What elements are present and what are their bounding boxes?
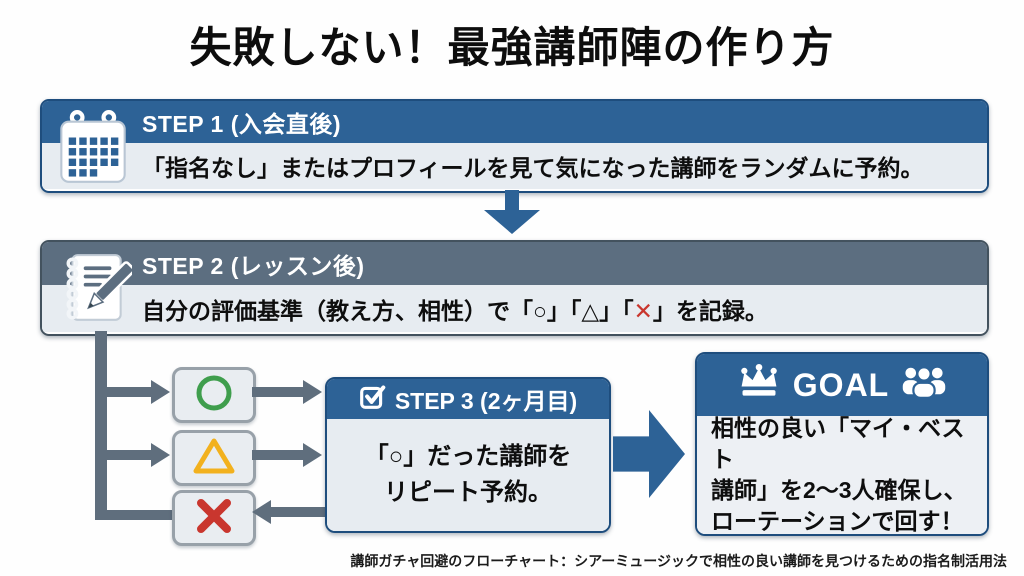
goal-body-line1: 相性の良い「マイ・ベスト xyxy=(711,414,965,472)
step3-header: STEP 3 (2ヶ月目) xyxy=(327,379,609,419)
footer-caption: 講師ガチャ回避のフローチャート：シアーミュージックで相性の良い講師を見つけるため… xyxy=(350,553,1007,569)
cross-symbol-icon xyxy=(195,498,233,538)
flow-branch-triangle xyxy=(104,450,152,460)
arrowhead-to-triangle xyxy=(151,443,170,467)
goal-header-label: GOAL xyxy=(792,366,890,403)
step2-header-label: STEP 2 (レッスン後) xyxy=(142,252,365,279)
triangle-symbol-icon xyxy=(192,437,236,480)
step3-header-label: STEP 3 (2ヶ月目) xyxy=(394,388,578,414)
goal-body-line3: ローテーションで回す！ xyxy=(711,508,964,535)
notebook-pencil-icon xyxy=(58,250,136,333)
red-cross-glyph: ✕ xyxy=(633,297,653,324)
down-arrow-icon xyxy=(484,190,540,239)
step3-box: STEP 3 (2ヶ月目) 「○」だった講師を リピート予約。 xyxy=(325,377,611,533)
checkbox-icon xyxy=(359,383,386,416)
goal-header: GOAL xyxy=(697,354,987,416)
rating-circle-box xyxy=(172,367,256,423)
step3-body: 「○」だった講師を リピート予約。 xyxy=(327,419,609,531)
step1-header-label: STEP 1 (入会直後) xyxy=(142,111,342,137)
big-right-arrow-icon xyxy=(613,410,685,498)
flow-branch-cross xyxy=(95,510,173,520)
arrowhead-triangle-step3 xyxy=(303,443,322,467)
flow-branch-circle xyxy=(104,387,152,397)
step2-box: STEP 2 (レッスン後) 自分の評価基準（教え方、相性）で「○」「△」「✕」… xyxy=(40,240,989,336)
step2-header: STEP 2 (レッスン後) xyxy=(42,242,987,285)
arrowhead-circle-step3 xyxy=(303,380,322,404)
step1-box: STEP 1 (入会直後) 「指名なし」またはプロフィールを見て気になった講師を… xyxy=(40,99,989,193)
step1-header: STEP 1 (入会直後) xyxy=(42,101,987,143)
goal-body-line2: 講師」を2〜3人確保し、 xyxy=(711,477,967,503)
step1-body: 「指名なし」またはプロフィールを見て気になった講師をランダムに予約。 xyxy=(42,143,987,189)
arrowhead-step3-cross xyxy=(252,500,271,524)
step3-body-line2: リピート予約。 xyxy=(384,479,552,506)
arrow-step3-to-cross xyxy=(269,507,325,517)
step3-body-line1: 「○」だった講師を xyxy=(364,443,572,470)
rating-triangle-box xyxy=(172,430,256,486)
step2-body: 自分の評価基準（教え方、相性）で「○」「△」「✕」を記録。 xyxy=(42,285,987,332)
people-icon xyxy=(901,364,947,406)
step2-body-text: 自分の評価基準（教え方、相性）で「○」「△」「✕」を記録。 xyxy=(142,297,768,324)
circle-symbol-icon xyxy=(194,373,234,418)
page-title: 失敗しない！最強講師陣の作り方 xyxy=(189,24,835,71)
flow-vertical-line xyxy=(95,331,107,520)
step1-body-text: 「指名なし」またはプロフィールを見て気になった講師をランダムに予約。 xyxy=(142,155,924,181)
arrow-circle-to-step3 xyxy=(252,387,304,397)
rating-cross-box xyxy=(172,490,256,546)
arrow-triangle-to-step3 xyxy=(252,450,304,460)
calendar-icon xyxy=(58,109,128,190)
arrowhead-to-circle xyxy=(151,380,170,404)
crown-icon xyxy=(737,363,781,407)
goal-body: 相性の良い「マイ・ベスト 講師」を2〜3人確保し、 ローテーションで回す！ xyxy=(697,414,987,535)
goal-box: GOAL 相性の良い「マイ・ベスト 講師」を2〜3人確保し、 ローテーションで回… xyxy=(695,352,989,536)
